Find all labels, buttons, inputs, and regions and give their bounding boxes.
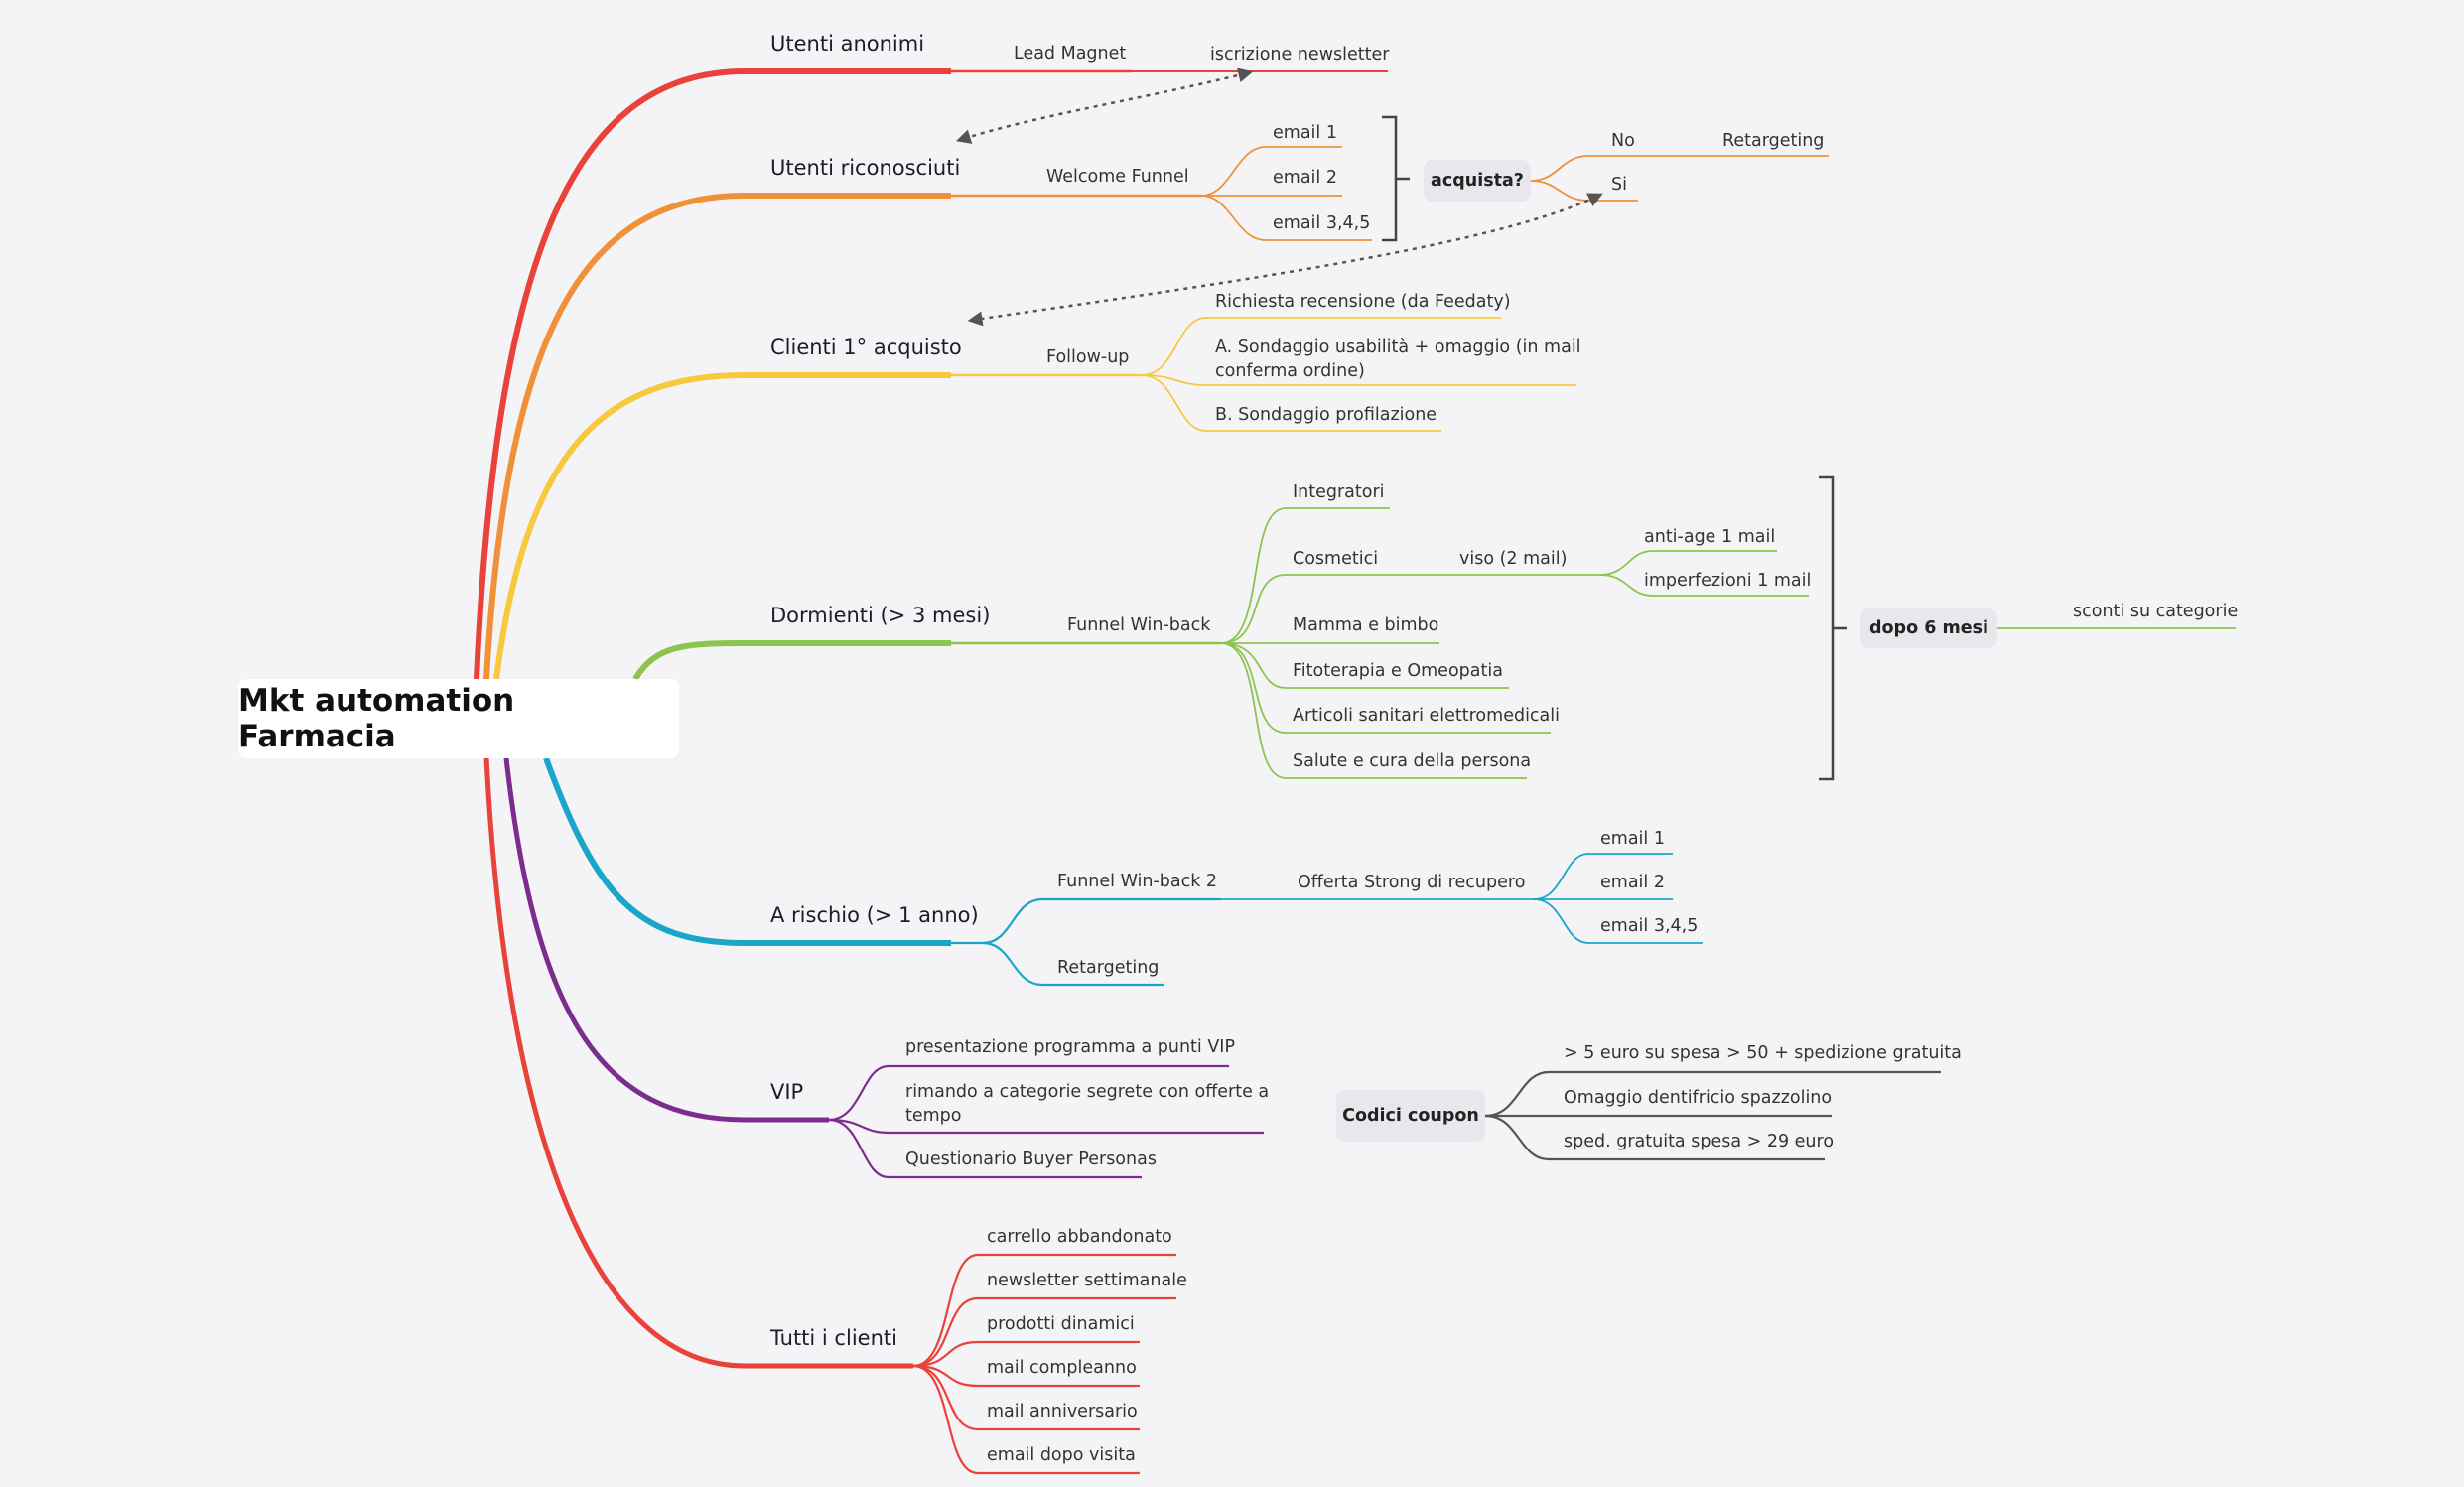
- coupon-spedizione-gratuita[interactable]: sped. gratuita spesa > 29 euro: [1564, 1132, 1835, 1151]
- topic-questionario-buyer[interactable]: Questionario Buyer Personas: [905, 1149, 1157, 1169]
- branch-line-anonimi: [474, 68, 951, 680]
- branch-utenti-anonimi[interactable]: Utenti anonimi: [770, 32, 925, 56]
- topic-funnel-win-back-2[interactable]: Funnel Win-back 2: [1057, 872, 1218, 891]
- category-fitoterapia[interactable]: Fitoterapia e Omeopatia: [1293, 661, 1503, 681]
- topic-email-1[interactable]: email 1: [1273, 123, 1337, 143]
- topic-email-dopo-visita[interactable]: email dopo visita: [987, 1445, 1136, 1465]
- topic-rischio-email-345[interactable]: email 3,4,5: [1600, 916, 1699, 936]
- topic-codici-coupon[interactable]: Codici coupon: [1336, 1090, 1485, 1142]
- coupon-omaggio-dentifricio[interactable]: Omaggio dentifricio spazzolino: [1564, 1088, 1833, 1108]
- topic-funnel-win-back[interactable]: Funnel Win-back: [1067, 615, 1211, 635]
- branch-line-riconosciuti: [483, 193, 951, 680]
- topic-offerta-strong[interactable]: Offerta Strong di recupero: [1298, 873, 1526, 892]
- relationship-arrow-si: [967, 193, 1603, 327]
- topic-retargeting-rischio[interactable]: Retargeting: [1057, 958, 1160, 978]
- topic-sondaggio-profilazione[interactable]: B. Sondaggio profilazione: [1215, 405, 1437, 425]
- topic-lead-magnet[interactable]: Lead Magnet: [1014, 44, 1127, 64]
- branch-a-rischio[interactable]: A rischio (> 1 anno): [770, 903, 979, 927]
- root-topic[interactable]: Mkt automation Farmacia: [238, 679, 679, 758]
- topic-categorie-segrete[interactable]: rimando a categorie segrete con offerte …: [905, 1082, 1270, 1126]
- branch-line-rischio: [543, 756, 951, 946]
- summary-acquista[interactable]: acquista?: [1424, 160, 1531, 202]
- topic-mail-compleanno[interactable]: mail compleanno: [987, 1358, 1137, 1378]
- branch-line-dormienti: [632, 640, 951, 681]
- branch-line-clienti1: [493, 372, 951, 680]
- topic-retargeting-no[interactable]: Retargeting: [1722, 131, 1825, 151]
- topic-welcome-funnel[interactable]: Welcome Funnel: [1046, 167, 1189, 187]
- topic-mail-anniversario[interactable]: mail anniversario: [987, 1402, 1138, 1421]
- bracket-acquista: [1382, 115, 1410, 242]
- topic-rischio-email-1[interactable]: email 1: [1600, 829, 1665, 849]
- branch-clienti-primo-acquisto[interactable]: Clienti 1° acquisto: [770, 336, 962, 359]
- topic-richiesta-recensione[interactable]: Richiesta recensione (da Feedaty): [1215, 292, 1511, 312]
- topic-rischio-email-2[interactable]: email 2: [1600, 873, 1665, 892]
- topic-imperfezioni[interactable]: imperfezioni 1 mail: [1644, 571, 1812, 591]
- topic-follow-up[interactable]: Follow-up: [1046, 347, 1130, 367]
- topic-iscrizione-newsletter[interactable]: iscrizione newsletter: [1210, 45, 1390, 65]
- topic-prodotti-dinamici[interactable]: prodotti dinamici: [987, 1314, 1135, 1334]
- bracket-dopo-6-mesi: [1819, 475, 1847, 781]
- topic-si[interactable]: Si: [1611, 175, 1627, 195]
- branch-tutti-i-clienti[interactable]: Tutti i clienti: [770, 1326, 897, 1350]
- summary-dopo-6-mesi[interactable]: dopo 6 mesi: [1860, 608, 1997, 648]
- branch-utenti-riconosciuti[interactable]: Utenti riconosciuti: [770, 156, 961, 180]
- topic-email-345[interactable]: email 3,4,5: [1273, 213, 1371, 233]
- category-salute-e-cura[interactable]: Salute e cura della persona: [1293, 751, 1532, 771]
- topic-viso[interactable]: viso (2 mail): [1459, 549, 1568, 569]
- topic-anti-age[interactable]: anti-age 1 mail: [1644, 527, 1776, 547]
- relationship-arrow-newsletter: [955, 68, 1254, 144]
- topic-carrello-abbandonato[interactable]: carrello abbandonato: [987, 1227, 1172, 1247]
- topic-no[interactable]: No: [1611, 131, 1635, 151]
- topic-email-2[interactable]: email 2: [1273, 168, 1337, 188]
- category-mamma-e-bimbo[interactable]: Mamma e bimbo: [1293, 615, 1439, 635]
- topic-sconti-su-categorie[interactable]: sconti su categorie: [2073, 602, 2239, 621]
- branch-dormienti[interactable]: Dormienti (> 3 mesi): [770, 604, 991, 627]
- branch-vip[interactable]: VIP: [770, 1080, 804, 1104]
- branch-line-tutti: [483, 757, 913, 1369]
- topic-sondaggio-usabilita[interactable]: A. Sondaggio usabilità + omaggio (in mai…: [1215, 338, 1581, 381]
- topic-newsletter-settimanale[interactable]: newsletter settimanale: [987, 1271, 1187, 1290]
- category-articoli-sanitari[interactable]: Articoli sanitari elettromedicali: [1293, 706, 1560, 726]
- topic-programma-punti-vip[interactable]: presentazione programma a punti VIP: [905, 1037, 1236, 1057]
- branch-line-vip: [503, 757, 829, 1123]
- category-integratori[interactable]: Integratori: [1293, 482, 1385, 502]
- coupon-5-euro[interactable]: > 5 euro su spesa > 50 + spedizione grat…: [1564, 1043, 1962, 1063]
- category-cosmetici[interactable]: Cosmetici: [1293, 549, 1379, 569]
